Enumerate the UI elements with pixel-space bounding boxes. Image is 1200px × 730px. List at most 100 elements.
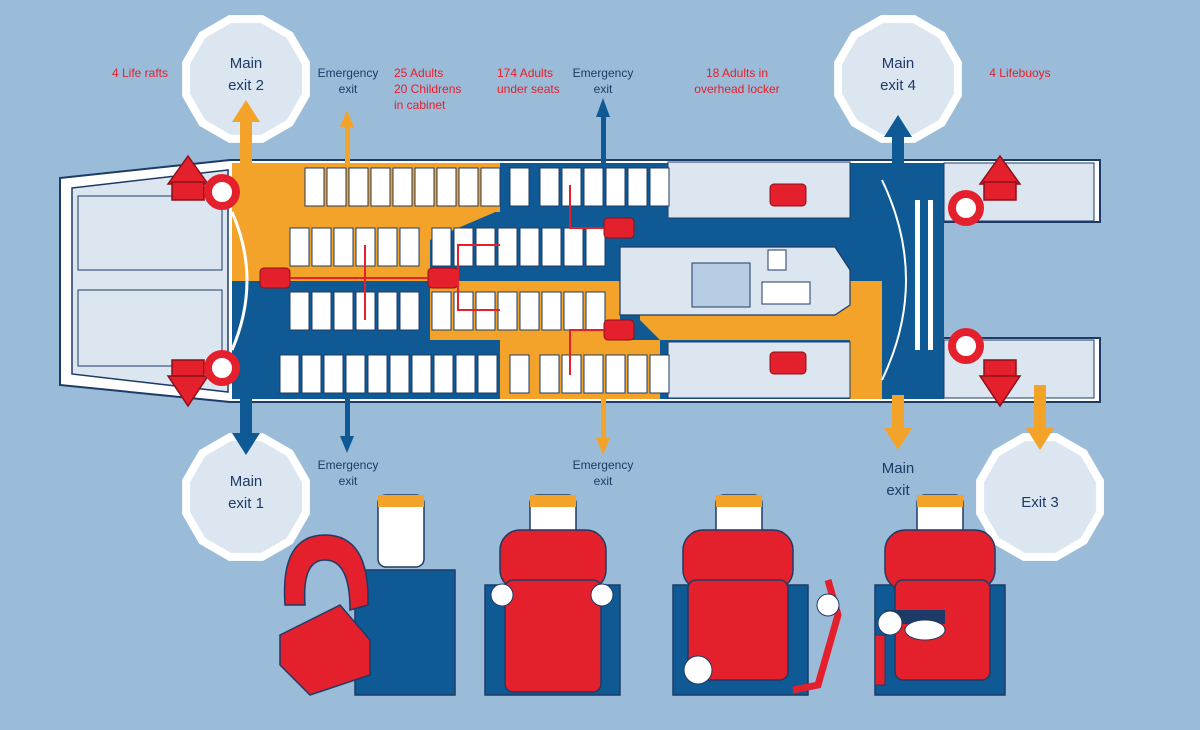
emergency-label-top-mid-line1: Emergency <box>573 66 634 80</box>
seat <box>583 354 604 394</box>
emergency-label-bottom-left-line2: exit <box>339 474 358 488</box>
emergency-label-bottom-left-line1: Emergency <box>318 458 379 472</box>
seat <box>477 354 498 394</box>
seat <box>411 354 432 394</box>
seat <box>541 291 562 331</box>
cabinet-count-line1: 25 Adults <box>394 66 443 80</box>
seat <box>433 354 454 394</box>
seat <box>323 354 344 394</box>
emergency-label-bottom-mid-line1: Emergency <box>573 458 634 472</box>
seat <box>389 354 410 394</box>
seat <box>289 227 310 267</box>
seat <box>649 167 670 207</box>
seat <box>453 227 474 267</box>
life-rafts-count: 4 Life rafts <box>112 66 168 80</box>
life-raft-icon <box>166 359 210 408</box>
seat <box>605 167 626 207</box>
seat <box>311 291 332 331</box>
seat <box>370 167 391 207</box>
seat <box>436 167 457 207</box>
seat <box>561 167 582 207</box>
service-rooms <box>619 161 851 399</box>
seat <box>497 227 518 267</box>
seat <box>311 227 332 267</box>
passenger-seats <box>279 167 670 394</box>
exit-label-main-4-line1: Main <box>882 55 915 72</box>
seat <box>377 227 398 267</box>
seat <box>497 291 518 331</box>
exit-arrow-icon <box>232 98 1054 455</box>
lifebuoy-icon <box>204 174 984 386</box>
emergency-label-top-left-line1: Emergency <box>318 66 379 80</box>
seat <box>649 354 670 394</box>
person-donning-lifejacket-icon <box>672 494 842 696</box>
cabinet-count-line3: in cabinet <box>394 98 446 112</box>
seat <box>519 291 540 331</box>
seat <box>563 291 584 331</box>
seat <box>475 227 496 267</box>
seat <box>377 291 398 331</box>
seat <box>279 354 300 394</box>
lifebuoys-count: 4 Lifebuoys <box>989 66 1050 80</box>
seat <box>585 227 606 267</box>
seat <box>289 291 310 331</box>
distribution-lines <box>290 185 604 375</box>
person-donning-lifejacket-icon <box>874 494 1006 696</box>
exit-label-main-4-line2: exit 4 <box>880 77 916 94</box>
person-donning-lifejacket-icon <box>484 494 621 696</box>
emergency-label-bottom-mid-line2: exit <box>594 474 613 488</box>
seat <box>399 291 420 331</box>
seat <box>605 354 626 394</box>
locker-count-line1: 18 Adults in <box>706 66 768 80</box>
seat <box>367 354 388 394</box>
seat <box>431 291 452 331</box>
seat <box>414 167 435 207</box>
seat <box>563 227 584 267</box>
seat <box>345 354 366 394</box>
seat <box>583 167 604 207</box>
locker-count-line2: overhead locker <box>694 82 779 96</box>
exit-label-main-1-line1: Main <box>230 473 263 490</box>
seat <box>399 227 420 267</box>
seat <box>541 227 562 267</box>
life-raft-icon <box>978 359 1022 408</box>
seat <box>627 354 648 394</box>
life-raft-icon <box>978 154 1022 201</box>
life-raft-icon <box>166 154 210 201</box>
exit-circle-main-4 <box>834 15 962 143</box>
seat <box>431 227 452 267</box>
exit-label-main-1-line2: exit 1 <box>228 495 264 512</box>
seat <box>539 167 560 207</box>
cabinet-count-line2: 20 Childrens <box>394 82 461 96</box>
exit-label-main-2-line2: exit 2 <box>228 77 264 94</box>
seat <box>304 167 325 207</box>
seat <box>509 354 530 394</box>
seat <box>348 167 369 207</box>
seat <box>519 227 540 267</box>
person-donning-lifejacket-icon <box>279 494 456 696</box>
seat <box>480 167 501 207</box>
seat <box>627 167 648 207</box>
exit-circle-3 <box>976 433 1104 561</box>
seat <box>585 291 606 331</box>
exit-label-main-2-line1: Main <box>230 55 263 72</box>
seat <box>539 354 560 394</box>
seat <box>455 354 476 394</box>
exit-label-3: Exit 3 <box>1021 494 1059 511</box>
exit-circle-main-2 <box>182 15 310 143</box>
exit-circle-main-1 <box>182 433 310 561</box>
entrance-doors <box>230 179 933 381</box>
seat <box>333 227 354 267</box>
seat <box>301 354 322 394</box>
seat <box>326 167 347 207</box>
seat <box>509 167 530 207</box>
seat <box>392 167 413 207</box>
seat <box>458 167 479 207</box>
emergency-label-top-mid-line2: exit <box>594 82 613 96</box>
seat <box>561 354 582 394</box>
exit-label-main-line2: exit <box>886 482 910 499</box>
emergency-label-top-left-line2: exit <box>339 82 358 96</box>
seats-count-line2: under seats <box>497 82 560 96</box>
